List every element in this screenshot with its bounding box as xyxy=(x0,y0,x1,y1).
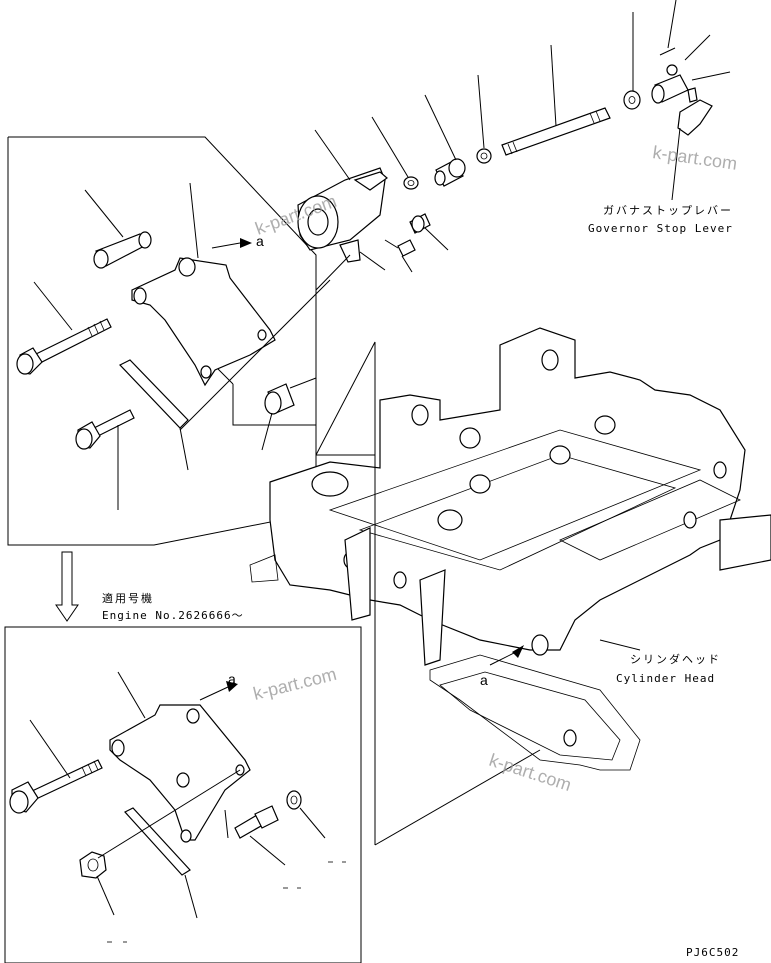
watermark-4: k-part.com xyxy=(487,750,574,795)
upper-short-bolt xyxy=(75,409,135,450)
lower-stay-plate xyxy=(124,807,191,876)
governor-stop-lever xyxy=(677,87,713,136)
lower-washer xyxy=(286,790,302,810)
upper-bracket xyxy=(131,257,276,387)
drawing-code: PJ6C502 xyxy=(686,946,739,959)
lower-long-bolt xyxy=(9,759,103,814)
lower-nut xyxy=(79,851,107,879)
stop-solenoid xyxy=(297,167,388,263)
lower-bracket xyxy=(109,704,251,843)
nut-stopper xyxy=(434,158,466,187)
marker-a-cylinder: a xyxy=(480,672,488,688)
down-arrow-icon xyxy=(55,551,79,622)
governor-stop-lever-label-en: Governor Stop Lever xyxy=(588,222,733,235)
watermark-2: k-part.com xyxy=(651,142,738,174)
governor-stop-lever-label-jp: ガバナストップレバー xyxy=(603,204,733,217)
long-rod xyxy=(501,107,611,156)
washer-2 xyxy=(476,148,492,164)
marker-a-upper: a xyxy=(256,233,264,249)
watermark-3: k-part.com xyxy=(251,664,338,704)
cylinder-head xyxy=(249,327,771,666)
upper-sleeve xyxy=(93,231,152,269)
upper-long-bolt xyxy=(16,318,112,375)
upper-spacer xyxy=(264,383,295,415)
cylinder-head-label-jp: シリンダヘッド xyxy=(630,652,721,666)
nut-3 xyxy=(623,90,641,110)
applicable-machine-label: 適用号機 xyxy=(102,591,154,605)
cylinder-head-lower xyxy=(429,654,641,771)
lower-detail-frame xyxy=(4,626,362,963)
washer-1 xyxy=(403,176,419,190)
lower-stud xyxy=(234,805,279,839)
marker-a-lower: a xyxy=(228,671,236,687)
engine-serial-label: Engine No.2626666～ xyxy=(102,609,244,622)
upper-stay-plate xyxy=(119,359,189,429)
washer-bolt xyxy=(397,213,431,257)
cylinder-head-label-en: Cylinder Head xyxy=(616,672,715,685)
lever-joint xyxy=(651,64,689,104)
